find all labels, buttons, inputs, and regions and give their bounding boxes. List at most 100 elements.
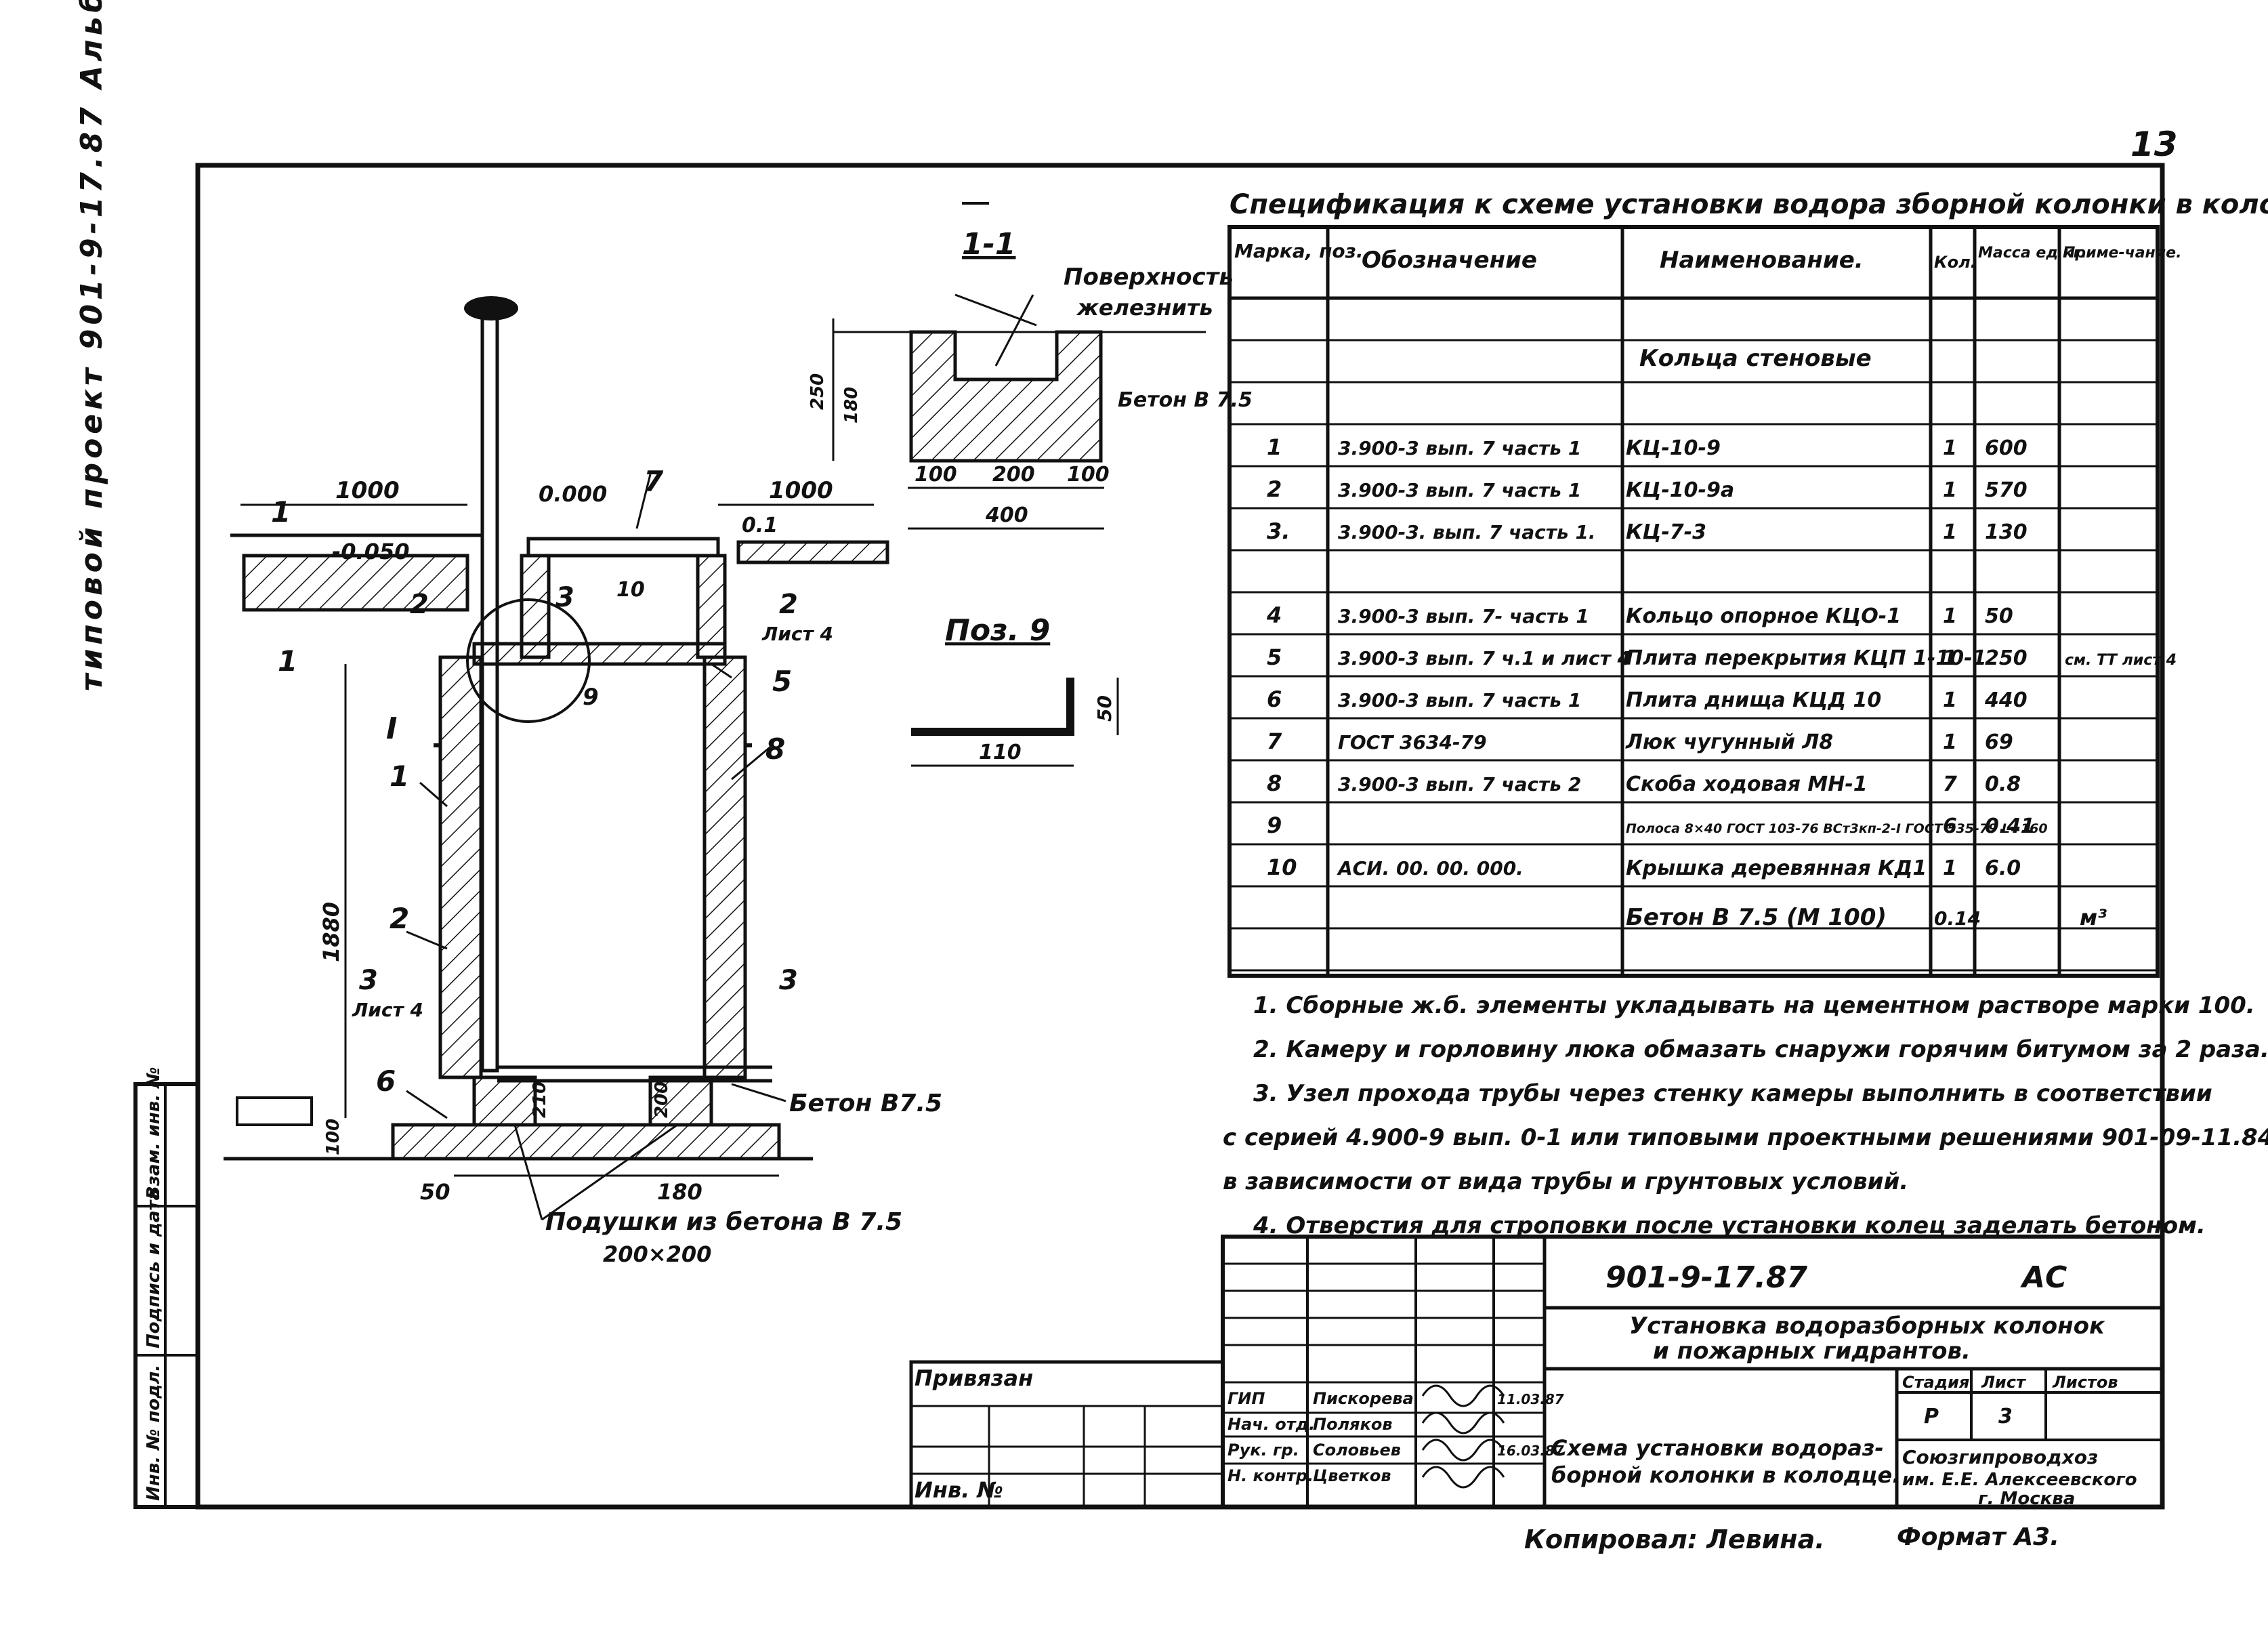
callout-2a: 2 [410,589,429,620]
spec-cell: 570 [1985,478,2028,502]
level-0050: -0.050 [332,539,410,564]
spec-cell: 0.8 [1985,772,2021,796]
note-3b: с серией 4.900-9 вып. 0-1 или типовыми п… [1223,1124,2268,1151]
tb-role-3: Рук. гр. [1227,1441,1299,1460]
surface-note-2: железнить [1076,295,1213,321]
tb-drawing-1: Схема установки водораз- [1551,1435,1884,1461]
pos-5: 5 [772,665,792,698]
spec-cell: 9 [1267,812,1282,838]
spec-cell: 3.900-3 вып. 7 ч.1 и лист 4 [1338,647,1631,669]
tb-sheet: 3 [1998,1405,2013,1428]
spec-cell: 0.41 [1985,814,2035,838]
tb-role-2: Нач. отд. [1227,1415,1315,1434]
spec-header-qty: Кол. [1934,253,1977,272]
tb-org-1: Союзгипроводхоз [1902,1446,2098,1468]
spec-cell: ГОСТ 3634-79 [1338,731,1487,753]
tb-role-1: ГИП [1227,1389,1265,1408]
tb-org-3: г. Москва [1978,1489,2075,1509]
spec-cell: АСИ. 00. 00. 000. [1337,857,1524,880]
spec-cell: 600 [1985,436,2028,460]
spec-header-note: Приме-чание. [2063,245,2181,262]
spec-cell: 1 [1943,856,1957,880]
tb-mark: АС [2020,1260,2067,1295]
spec-cell: см. ТТ лист 4 [2065,652,2177,669]
well-elevation [224,296,889,1221]
dim-200s: 200 [992,463,1035,487]
pos9-title: Поз. 9 [945,613,1050,648]
tb-code: 901-9-17.87 [1605,1260,1808,1295]
spec-title: Спецификация к схеме установки водора зб… [1230,189,2268,220]
dim-100a: 100 [915,463,957,487]
spec-cell: 2 [1267,476,1282,502]
tb-inv: Инв. № [915,1477,1003,1503]
pos-10: 10 [616,578,645,602]
spec-cell: 1 [1943,646,1957,670]
pos-3: 3 [555,582,574,613]
spec-cell: 3. [1267,518,1290,544]
tb-date-3: 16.03.87 [1497,1443,1564,1459]
pos9-dim-110: 110 [979,741,1022,764]
dim-1000-left: 1000 [335,477,400,504]
tb-name-2: Поляков [1313,1415,1393,1434]
dim-180: 180 [657,1179,702,1205]
note-3: 3. Узел прохода трубы через стенку камер… [1253,1080,2212,1107]
tb-date-1: 11.03.87 [1497,1391,1564,1407]
tb-name-3: Соловьев [1313,1441,1401,1460]
spec-concrete-qty: 0.14 [1934,907,1981,930]
spec-cell: 1 [1943,688,1957,712]
spec-cell: 1 [1943,604,1957,628]
spec-cell: Люк чугунный Л8 [1625,730,1833,754]
tb-drawing-2: борной колонки в колодце. [1551,1462,1900,1488]
spec-cell: 6.0 [1985,856,2021,880]
spec-cell: 1 [1943,730,1957,754]
pads-size: 200×200 [603,1241,711,1267]
spec-cell: 7 [1943,772,1957,796]
pos9-dim-50: 50 [1093,695,1116,722]
tb-stage: Р [1924,1405,1939,1428]
level-0000: 0.000 [539,481,607,507]
left-stamp: Инв. № подл. Подпись и дата Взам. инв. № [133,1067,200,1509]
dim-50: 50 [420,1179,450,1205]
tb-name-1: Пискорева [1313,1389,1414,1408]
tb-name-4: Цветков [1313,1466,1391,1485]
tb-sheets-h: Листов [2052,1373,2118,1392]
tb-project-2: и пожарных гидрантов. [1653,1338,1971,1365]
copied-by: Копировал: Левина. [1524,1525,1825,1554]
pads-label: Подушки из бетона В 7.5 [545,1208,902,1236]
dim-180s: 180 [841,387,862,423]
spec-cell: 6 [1943,814,1957,838]
callout-3b: 3 [779,965,798,996]
dim-1000-right: 1000 [769,477,833,504]
spec-table-grid [1227,225,2160,978]
section-title: 1-1 [962,227,1016,262]
tb-project-1: Установка водоразборных колонок [1629,1312,2105,1340]
dim-100: 100 [323,1119,343,1155]
spec-cell: 130 [1985,520,2028,544]
spec-cell: 1 [1267,434,1282,460]
tb-role-4: Н. контр. [1227,1466,1314,1485]
spec-cell: КЦ-10-9а [1626,478,1734,502]
section-1-1 [832,202,1206,530]
spec-cell: 3.900-3 вып. 7 часть 1 [1338,437,1581,459]
spec-header-code: Обозначение [1362,247,1537,274]
pos-9: 9 [583,684,599,711]
spec-cell: 1 [1943,478,1957,502]
pos9-detail [911,678,1119,767]
note-1: 1. Сборные ж.б. элементы укладывать на ц… [1253,992,2255,1019]
tb-org-2: им. Е.Е. Алексеевского [1902,1470,2137,1490]
sheet-4b: Лист 4 [352,999,423,1021]
node-label: I [386,711,397,746]
pos-8: 8 [765,732,785,766]
spec-cell: 6 [1267,686,1282,712]
pos-7: 7 [644,465,664,498]
dim-210: 210 [530,1081,550,1118]
page-number: 13 [2130,125,2178,164]
spec-cell: 69 [1985,730,2013,754]
pos-2: 2 [390,902,409,935]
spec-cell: 440 [1984,688,2028,712]
spec-cell: Плита перекрытия КЦП 1-10-1 [1626,646,1986,670]
title-block-grid [909,1235,2164,1509]
sheet-4a: Лист 4 [761,623,833,645]
spec-group: Кольца стеновые [1639,345,1872,372]
dim-250: 250 [807,373,828,410]
